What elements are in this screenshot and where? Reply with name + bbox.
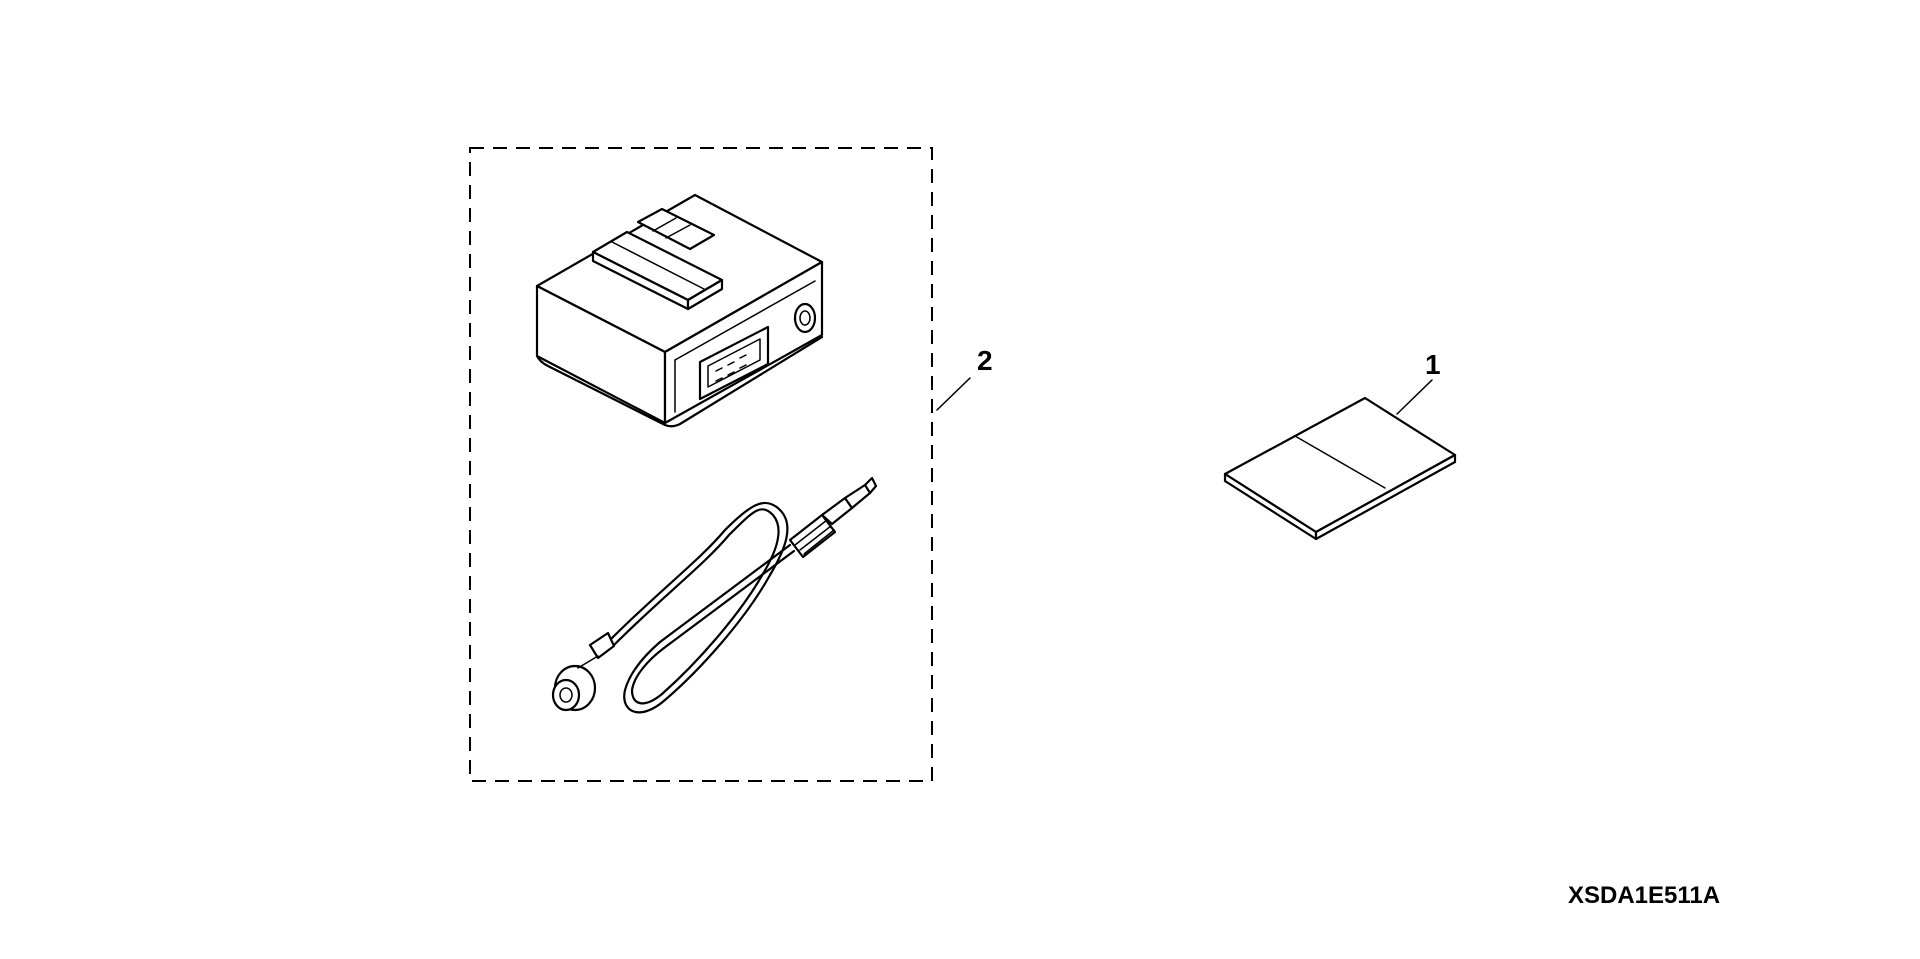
figure-reference-code: XSDA1E511A <box>1568 882 1720 909</box>
control-unit-module <box>535 193 824 428</box>
kit-dashed-boundary <box>469 147 933 782</box>
leader-line-1 <box>1396 379 1433 415</box>
callout-number-1: 1 <box>1425 349 1441 380</box>
instruction-manual-booklet <box>1223 396 1457 541</box>
leader-line-2 <box>936 377 971 411</box>
callout-number-2: 2 <box>977 345 993 376</box>
audio-cable <box>551 476 878 714</box>
